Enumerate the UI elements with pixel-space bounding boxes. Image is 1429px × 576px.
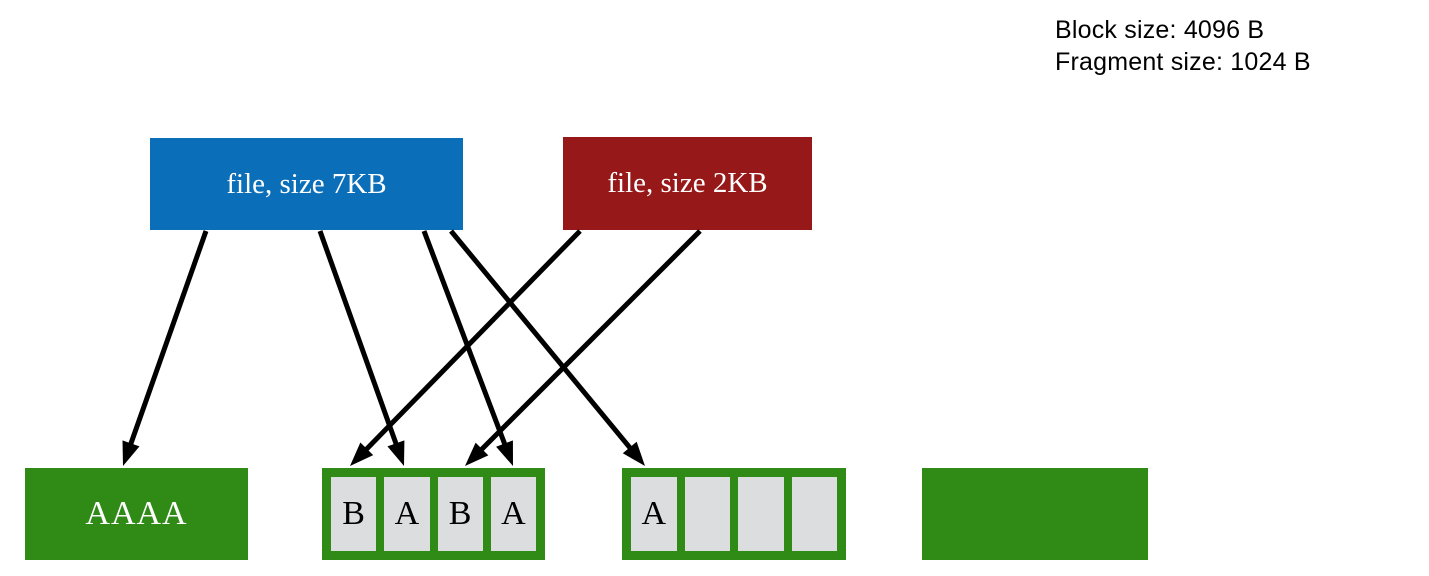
arrow-head [622, 441, 645, 466]
arrow-line [477, 229, 702, 454]
fragment: A [384, 477, 430, 551]
file-box-b-label: file, size 2KB [607, 167, 768, 199]
arrow-line [421, 230, 509, 449]
fragment [738, 477, 784, 551]
legend-fragment-size: Fragment size: 1024 B [1055, 48, 1311, 76]
arrow-line [127, 230, 209, 448]
arrow-head [387, 440, 405, 466]
fragment: B [437, 477, 483, 551]
arrow-line [317, 230, 400, 449]
disk-block-1-label: AAAA [85, 495, 188, 532]
disk-block-3: A [622, 468, 846, 560]
file-box-b: file, size 2KB [563, 137, 812, 230]
fragment [684, 477, 730, 551]
fragment: B [331, 477, 377, 551]
fragment [791, 477, 837, 551]
arrow-line [449, 229, 635, 453]
arrow-head [350, 442, 374, 466]
arrow-head [496, 440, 513, 466]
disk-block-1: AAAA [25, 468, 248, 560]
legend: Block size: 4096 B Fragment size: 1024 B [1055, 14, 1425, 78]
legend-block-size: Block size: 4096 B [1055, 16, 1265, 44]
file-box-a: file, size 7KB [150, 138, 463, 230]
fragment: A [631, 477, 677, 551]
fragment: A [490, 477, 536, 551]
file-box-a-label: file, size 7KB [226, 167, 387, 200]
arrow-line [362, 229, 582, 454]
arrow-head [465, 442, 489, 466]
disk-block-2: B A B A [322, 468, 545, 560]
arrow-head [122, 440, 140, 466]
disk-block-4 [922, 468, 1148, 560]
